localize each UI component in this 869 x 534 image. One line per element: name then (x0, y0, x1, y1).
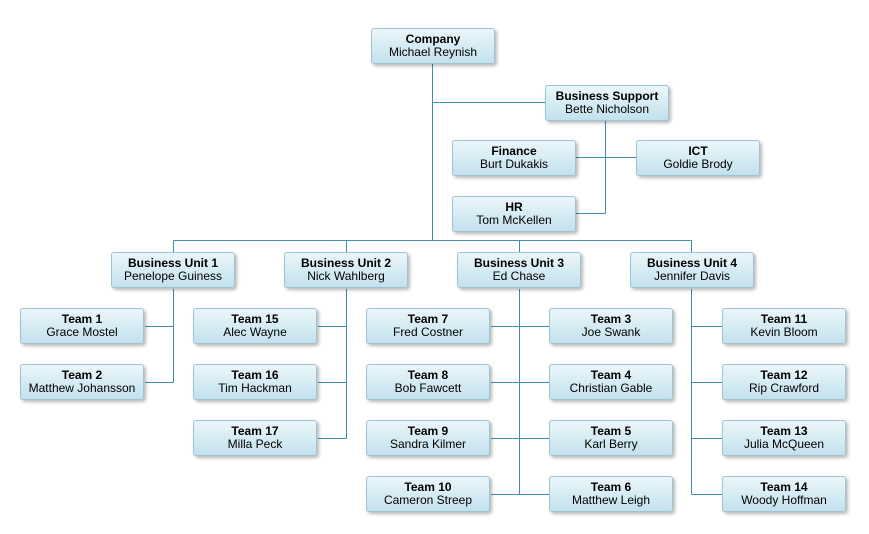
node-title: Team 9 (407, 424, 449, 438)
node-title: Team 11 (760, 312, 808, 326)
node-hr[interactable]: HR Tom McKellen (452, 196, 576, 232)
node-team-5[interactable]: Team 5 Karl Berry (549, 420, 673, 456)
node-team-10[interactable]: Team 10 Cameron Streep (366, 476, 490, 512)
node-person: Cameron Streep (383, 493, 473, 507)
node-person: Matthew Leigh (571, 493, 651, 507)
node-team-9[interactable]: Team 9 Sandra Kilmer (366, 420, 490, 456)
node-company[interactable]: Company Michael Reynish (371, 28, 495, 64)
node-person: Julia McQueen (743, 437, 825, 451)
node-title: Team 16 (231, 368, 279, 382)
node-team-14[interactable]: Team 14 Woody Hoffman (722, 476, 846, 512)
node-title: Team 1 (61, 312, 103, 326)
node-person: Fred Costner (392, 325, 464, 339)
node-title: Team 6 (590, 480, 632, 494)
node-person: Milla Peck (227, 437, 283, 451)
node-title: Team 2 (61, 368, 103, 382)
node-business-support[interactable]: Business Support Bette Nicholson (545, 85, 669, 121)
node-title: Business Unit 1 (127, 256, 219, 270)
node-person: Nick Wahlberg (307, 269, 385, 283)
node-title: Team 14 (760, 480, 808, 494)
node-title: Team 17 (231, 424, 279, 438)
node-title: Team 5 (590, 424, 632, 438)
node-team-17[interactable]: Team 17 Milla Peck (193, 420, 317, 456)
node-title: Team 15 (231, 312, 279, 326)
node-person: Tom McKellen (476, 213, 552, 227)
node-person: Jennifer Davis (653, 269, 731, 283)
node-business-unit-3[interactable]: Business Unit 3 Ed Chase (457, 252, 581, 288)
node-title: Business Unit 3 (473, 256, 565, 270)
node-team-3[interactable]: Team 3 Joe Swank (549, 308, 673, 344)
node-team-15[interactable]: Team 15 Alec Wayne (193, 308, 317, 344)
node-title: Company (405, 32, 461, 46)
node-person: Tim Hackman (218, 381, 292, 395)
node-finance[interactable]: Finance Burt Dukakis (452, 140, 576, 176)
node-person: Alec Wayne (223, 325, 287, 339)
node-person: Matthew Johansson (28, 381, 136, 395)
node-person: Bob Fawcett (394, 381, 462, 395)
node-team-13[interactable]: Team 13 Julia McQueen (722, 420, 846, 456)
node-title: Finance (491, 144, 537, 158)
node-person: Ed Chase (492, 269, 546, 283)
node-title: Team 4 (590, 368, 632, 382)
node-title: ICT (688, 144, 708, 158)
node-team-6[interactable]: Team 6 Matthew Leigh (549, 476, 673, 512)
node-team-2[interactable]: Team 2 Matthew Johansson (20, 364, 144, 400)
node-person: Christian Gable (569, 381, 653, 395)
node-team-12[interactable]: Team 12 Rip Crawford (722, 364, 846, 400)
node-title: Team 13 (760, 424, 808, 438)
node-title: Team 3 (590, 312, 632, 326)
node-person: Sandra Kilmer (389, 437, 467, 451)
node-person: Michael Reynish (388, 45, 478, 59)
node-business-unit-4[interactable]: Business Unit 4 Jennifer Davis (630, 252, 754, 288)
node-person: Grace Mostel (46, 325, 118, 339)
node-title: Team 12 (760, 368, 808, 382)
node-team-4[interactable]: Team 4 Christian Gable (549, 364, 673, 400)
node-title: HR (505, 200, 523, 214)
node-person: Woody Hoffman (741, 493, 827, 507)
node-team-1[interactable]: Team 1 Grace Mostel (20, 308, 144, 344)
node-person: Kevin Bloom (750, 325, 818, 339)
node-ict[interactable]: ICT Goldie Brody (636, 140, 760, 176)
node-business-unit-2[interactable]: Business Unit 2 Nick Wahlberg (284, 252, 408, 288)
node-business-unit-1[interactable]: Business Unit 1 Penelope Guiness (111, 252, 235, 288)
node-title: Business Unit 2 (300, 256, 392, 270)
node-person: Joe Swank (581, 325, 641, 339)
node-title: Business Support (555, 89, 659, 103)
node-title: Team 10 (404, 480, 452, 494)
node-team-8[interactable]: Team 8 Bob Fawcett (366, 364, 490, 400)
node-person: Rip Crawford (748, 381, 820, 395)
node-team-11[interactable]: Team 11 Kevin Bloom (722, 308, 846, 344)
node-team-7[interactable]: Team 7 Fred Costner (366, 308, 490, 344)
node-title: Business Unit 4 (646, 256, 738, 270)
node-person: Burt Dukakis (479, 157, 549, 171)
node-person: Bette Nicholson (564, 102, 650, 116)
node-title: Team 7 (407, 312, 449, 326)
node-person: Karl Berry (584, 437, 638, 451)
node-title: Team 8 (407, 368, 449, 382)
node-person: Goldie Brody (663, 157, 733, 171)
node-team-16[interactable]: Team 16 Tim Hackman (193, 364, 317, 400)
node-person: Penelope Guiness (123, 269, 223, 283)
